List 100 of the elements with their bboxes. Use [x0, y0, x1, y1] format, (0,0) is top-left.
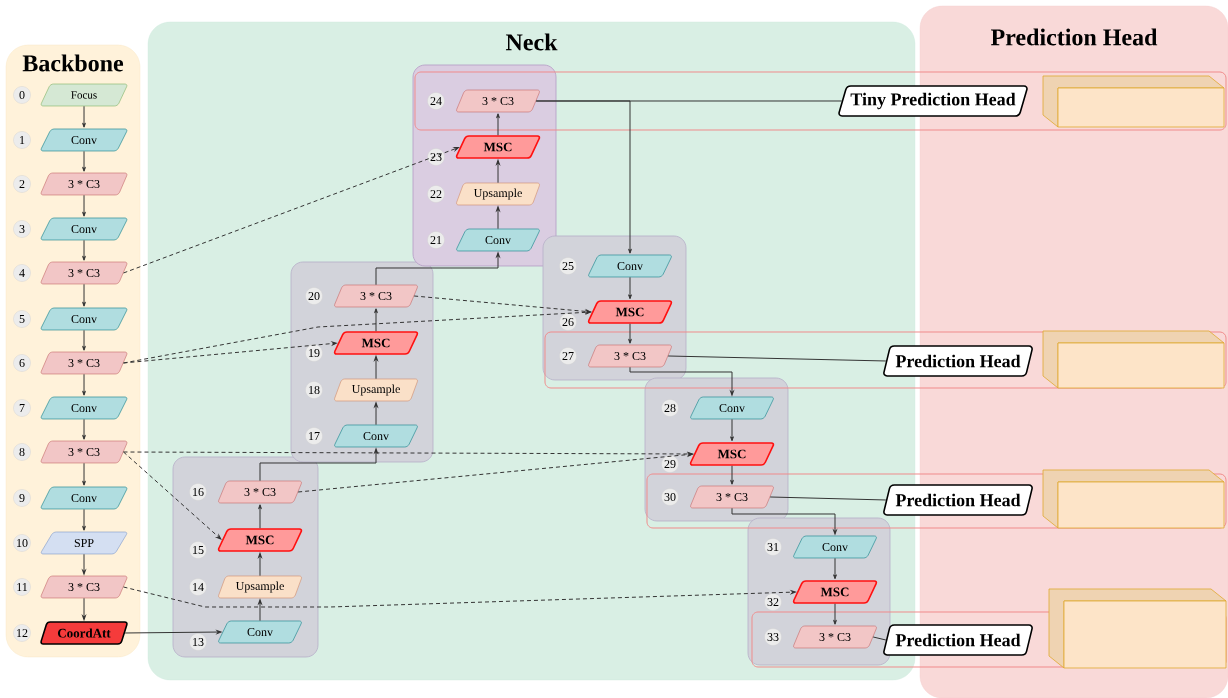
layer-block: 3 * C3 [40, 575, 128, 599]
layer-block: 3 * C3 [218, 480, 302, 504]
layer-block: 3 * C3 [40, 351, 128, 375]
head-block: Prediction Head [883, 624, 1033, 656]
arrow [628, 323, 632, 344]
layer-block: 3 * C3 [40, 172, 128, 196]
dashed-arrow [123, 147, 459, 274]
layer-block: MSC [333, 331, 419, 355]
cuboid [1042, 469, 1225, 529]
arrow [374, 308, 378, 332]
arrow [833, 557, 837, 580]
head-block: Prediction Head [883, 484, 1033, 516]
layer-block: MSC [792, 580, 878, 604]
layer-number: 28 [661, 399, 679, 417]
layer-block: 3 * C3 [40, 440, 128, 464]
arrow [628, 276, 632, 300]
layer-number: 16 [189, 483, 207, 501]
connector-line [535, 100, 843, 102]
layer-number: 11 [13, 578, 31, 596]
layer-block: MSC [689, 442, 775, 466]
arrow [124, 630, 222, 634]
layer-number: 10 [13, 534, 31, 552]
layer-number: 17 [305, 427, 323, 445]
cuboid [1048, 588, 1227, 669]
arrow [730, 418, 734, 442]
arrow [259, 448, 378, 482]
layer-block: MSC [587, 300, 673, 324]
dashed-arrow [413, 295, 591, 314]
layer-number: 31 [764, 538, 782, 556]
arrow [730, 465, 734, 485]
layer-number: 23 [427, 148, 445, 166]
arrow [82, 597, 86, 621]
arrow [258, 552, 262, 577]
arrow [496, 113, 500, 136]
arrow [258, 504, 262, 529]
layer-number: 18 [305, 381, 323, 399]
layer-number: 6 [13, 354, 31, 372]
layer-block: Upsample [218, 575, 302, 599]
layer-number: 9 [13, 489, 31, 507]
layer-number: 30 [661, 488, 679, 506]
layer-block: Upsample [334, 378, 418, 402]
layer-block: MSC [455, 135, 541, 159]
dashed-arrow [123, 341, 337, 364]
connector-line [872, 636, 887, 641]
layer-block: 3 * C3 [456, 89, 540, 113]
layer-block: CoordAtt [40, 621, 128, 645]
layer-number: 20 [305, 287, 323, 305]
arrow [82, 283, 86, 307]
arrow [82, 553, 86, 575]
layer-number: 19 [305, 344, 323, 362]
arrow [629, 366, 734, 396]
layer-number: 29 [661, 455, 679, 473]
arrow [374, 402, 378, 426]
layer-number: 5 [13, 310, 31, 328]
layer-number: 27 [559, 347, 577, 365]
layer-number: 25 [559, 257, 577, 275]
layer-number: 21 [427, 231, 445, 249]
arrow [82, 105, 86, 128]
layer-number: 7 [13, 399, 31, 417]
connector-line [667, 355, 887, 362]
layer-block: MSC [217, 528, 303, 552]
arrow [82, 373, 86, 396]
dashed-arrow [123, 451, 222, 540]
connector-line [769, 496, 887, 501]
dashed-arrow [123, 586, 796, 608]
head-block: Tiny Prediction Head [838, 85, 1028, 117]
layer-number: 4 [13, 264, 31, 282]
layer-number: 2 [13, 175, 31, 193]
layer-number: 15 [189, 541, 207, 559]
arrow [82, 329, 86, 351]
layer-number: 24 [427, 92, 445, 110]
layer-number: 8 [13, 443, 31, 461]
dashed-arrow [297, 452, 693, 493]
layer-number: 12 [13, 624, 31, 642]
layer-block: 3 * C3 [588, 344, 672, 368]
layer-number: 22 [427, 185, 445, 203]
layer-number: 26 [559, 313, 577, 331]
layer-number: 1 [13, 131, 31, 149]
layer-number: 0 [13, 86, 31, 104]
arrow [375, 252, 500, 286]
arrow [731, 507, 837, 535]
layer-number: 33 [764, 628, 782, 646]
arrow [496, 206, 500, 230]
layer-block: 3 * C3 [690, 485, 774, 509]
layer-block: 3 * C3 [40, 261, 128, 285]
layer-block: Conv [40, 307, 128, 331]
layer-block: Focus [40, 83, 128, 107]
head-block: Prediction Head [883, 345, 1033, 377]
cuboid [1042, 75, 1225, 128]
dashed-arrow [123, 451, 693, 456]
layer-block: Conv [40, 128, 128, 152]
layer-block: 3 * C3 [334, 284, 418, 308]
arrow [82, 462, 86, 486]
arrow [833, 603, 837, 625]
layer-number: 13 [189, 633, 207, 651]
layer-number: 3 [13, 220, 31, 238]
layer-block: Conv [40, 217, 128, 241]
layer-block: Conv [40, 396, 128, 420]
arrow [258, 599, 262, 622]
layer-block: 3 * C3 [793, 625, 877, 649]
